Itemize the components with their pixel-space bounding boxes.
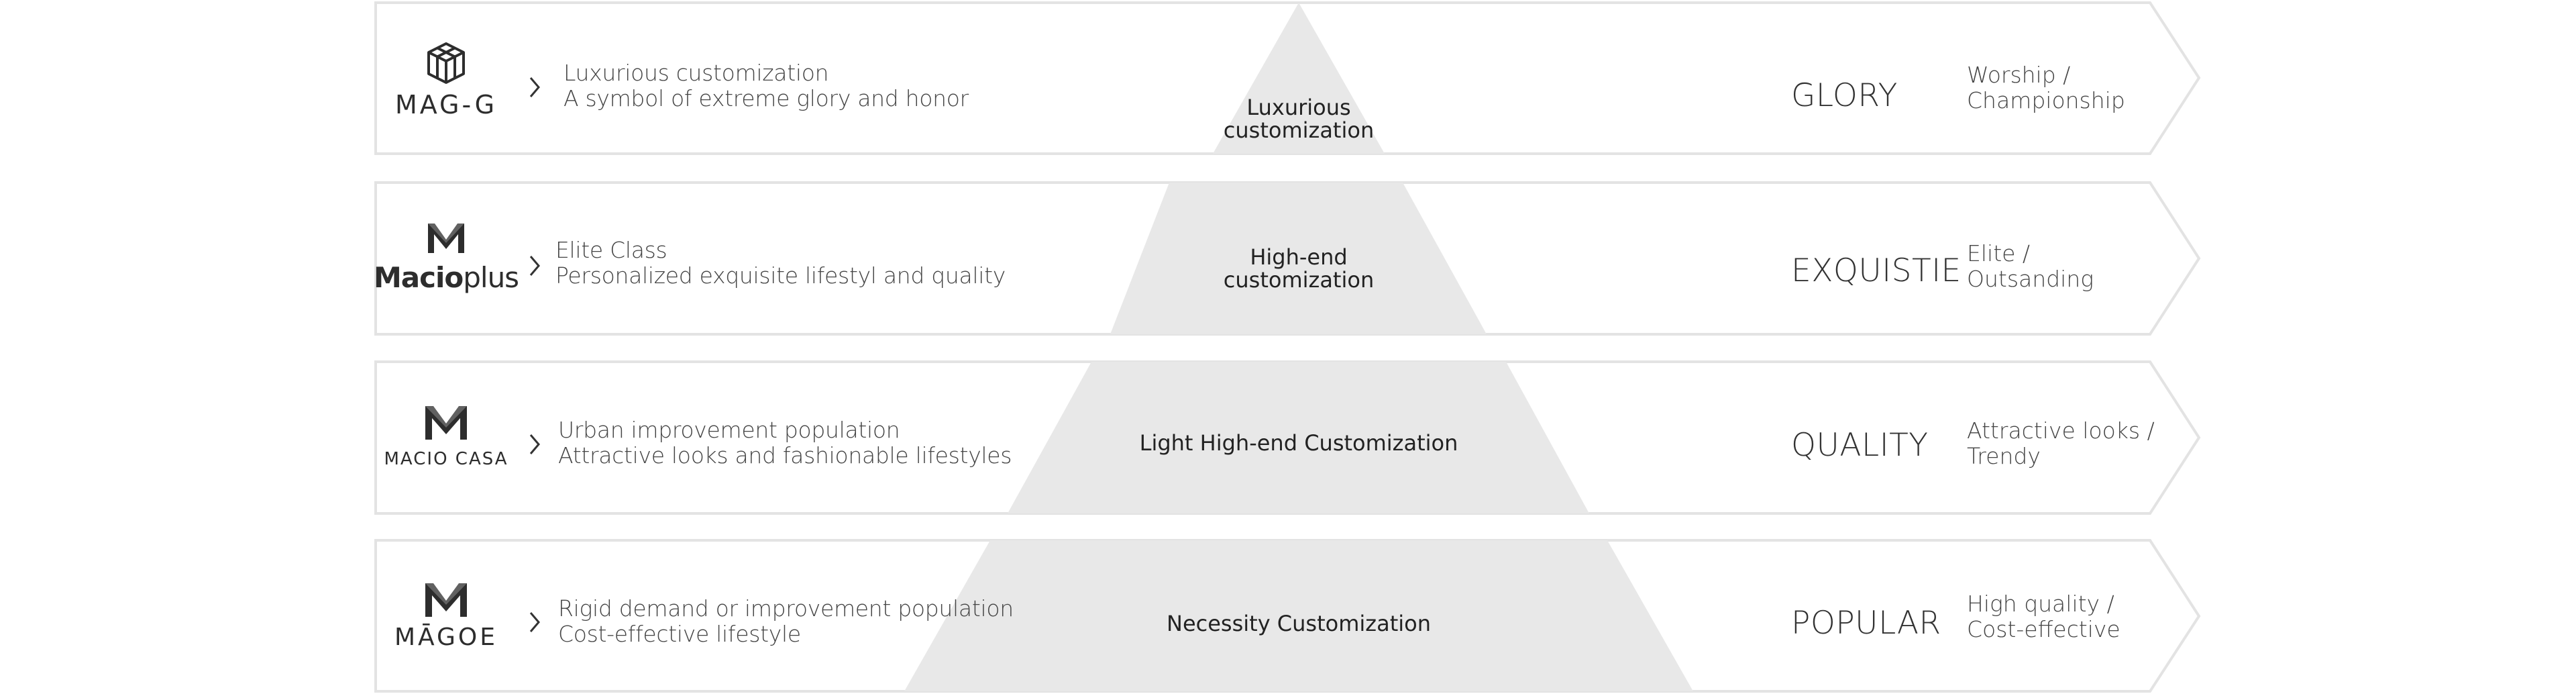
tag-row-2: EXQUISTIE	[1791, 252, 1962, 289]
brand-name: MACIO CASA	[384, 449, 508, 469]
keywords-row-2: Elite / Outsanding	[1967, 240, 2094, 292]
tag-row-4: POPULAR	[1791, 605, 1941, 642]
brand-name: MAG-G	[394, 90, 498, 119]
pyramid-tier-3	[1008, 362, 1589, 513]
m-logo-icon	[425, 406, 467, 440]
chevron-right-icon	[529, 434, 540, 454]
tier-label-1: Luxurious customization	[1223, 95, 1375, 143]
tier-label-4: Necessity Customization	[1167, 611, 1431, 636]
tier-label-2: High-end customization	[1223, 244, 1375, 293]
pyramid-tier-1	[1213, 3, 1385, 154]
brand-magoe: MĀGOE	[376, 572, 517, 659]
m-logo-icon	[425, 583, 467, 617]
keywords-row-1: Worship / Championship	[1967, 62, 2125, 113]
tag-row-3: QUALITY	[1791, 427, 1929, 464]
keywords-row-4: High quality / Cost-effective	[1967, 591, 2121, 642]
chevron-right-icon	[529, 77, 540, 97]
tier-label-3: Light High-end Customization	[1139, 430, 1458, 456]
keywords-row-3: Attractive looks / Trendy	[1967, 417, 2155, 469]
description-row-4: Rigid demand or improvement population C…	[558, 595, 1014, 647]
brand-mag-g: MAG-G	[376, 37, 517, 124]
m-logo-icon	[428, 223, 464, 253]
description-row-1: Luxurious customization A symbol of extr…	[564, 60, 969, 111]
band-row-4	[374, 539, 2201, 693]
chevron-right-icon	[529, 612, 540, 632]
cube-logo-icon	[427, 42, 465, 84]
brand-name: MĀGOE	[394, 623, 498, 651]
tag-row-1: GLORY	[1791, 77, 1898, 114]
chevron-right-icon	[529, 256, 540, 276]
description-row-3: Urban improvement population Attractive …	[558, 417, 1012, 468]
description-row-2: Elite Class Personalized exquisite lifes…	[555, 237, 1006, 289]
brand-macioplus: Macioplus	[373, 213, 519, 301]
pyramid-tier-4	[904, 540, 1693, 691]
band-row-1	[374, 1, 2201, 155]
brand-name: Macioplus	[373, 260, 519, 294]
pyramid-tier-2	[1110, 183, 1487, 334]
band-row-2	[374, 181, 2201, 336]
band-row-3	[374, 360, 2201, 515]
brand-macio-casa: MACIO CASA	[376, 393, 517, 480]
